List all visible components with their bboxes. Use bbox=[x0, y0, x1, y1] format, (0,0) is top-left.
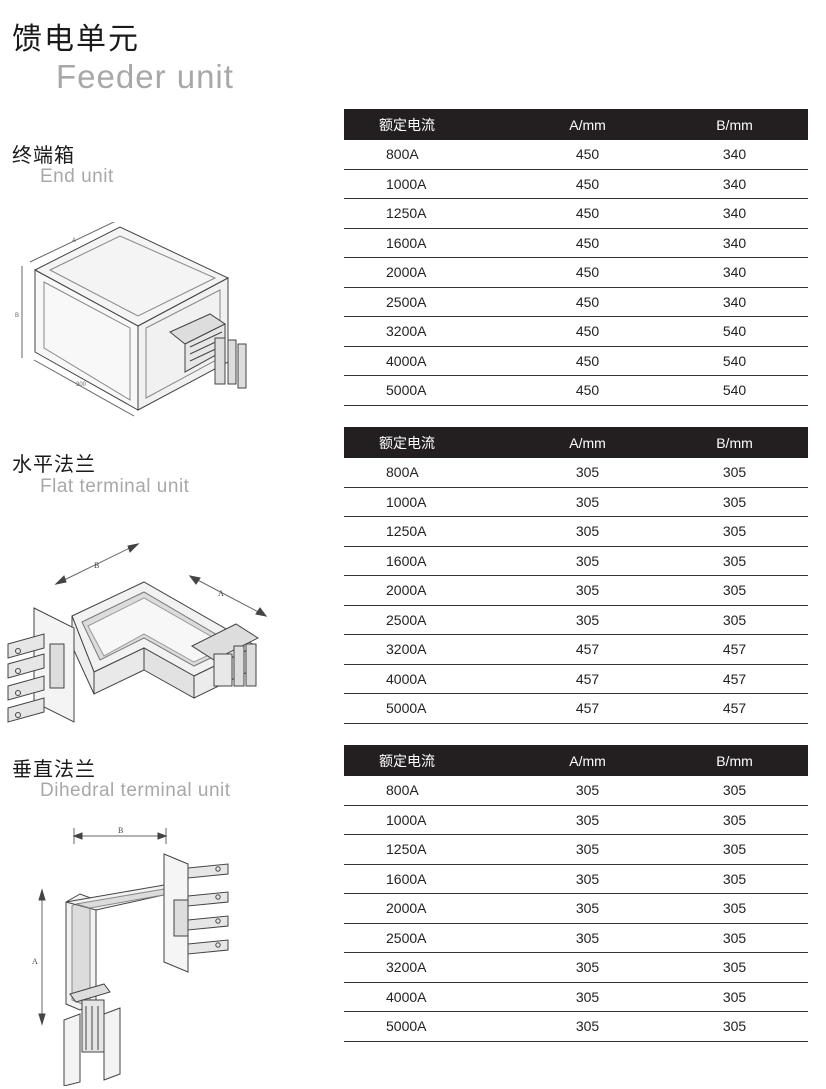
section-subtitle-end-unit: End unit bbox=[40, 166, 114, 187]
page-title: 馈电单元 bbox=[12, 22, 140, 57]
col-header-b: B/mm bbox=[661, 427, 808, 458]
dim-label-a: A bbox=[218, 589, 224, 598]
section-title-end-unit: 终端箱 bbox=[12, 143, 75, 167]
dim-label-b: B bbox=[15, 313, 19, 319]
col-header-b: B/mm bbox=[661, 109, 808, 140]
section-subtitle-dihedral-terminal: Dihedral terminal unit bbox=[40, 780, 231, 801]
dim-label-a: A bbox=[32, 957, 38, 966]
section-title-dihedral-terminal: 垂直法兰 bbox=[12, 757, 96, 781]
dim-label-b: B bbox=[118, 826, 123, 835]
col-header-a: A/mm bbox=[514, 745, 662, 776]
col-header-rated-current: 额定电流 bbox=[344, 427, 515, 458]
section-subtitle-flat-terminal: Flat terminal unit bbox=[40, 476, 190, 497]
dihedral-terminal-diagram: B A bbox=[32, 826, 229, 1086]
col-header-a: A/mm bbox=[514, 109, 662, 140]
end-unit-diagram: A B 300 bbox=[15, 222, 247, 417]
dim-label-c: 300 bbox=[76, 382, 87, 388]
section-title-flat-terminal: 水平法兰 bbox=[12, 452, 96, 476]
col-header-a: A/mm bbox=[514, 427, 662, 458]
col-header-rated-current: 额定电流 bbox=[344, 745, 515, 776]
flat-terminal-diagram: B A bbox=[7, 543, 268, 723]
dim-label-a: A bbox=[72, 238, 76, 244]
col-header-rated-current: 额定电流 bbox=[344, 109, 515, 140]
page-subtitle: Feeder unit bbox=[56, 58, 234, 95]
col-header-b: B/mm bbox=[661, 745, 808, 776]
dim-label-b: B bbox=[94, 561, 99, 570]
